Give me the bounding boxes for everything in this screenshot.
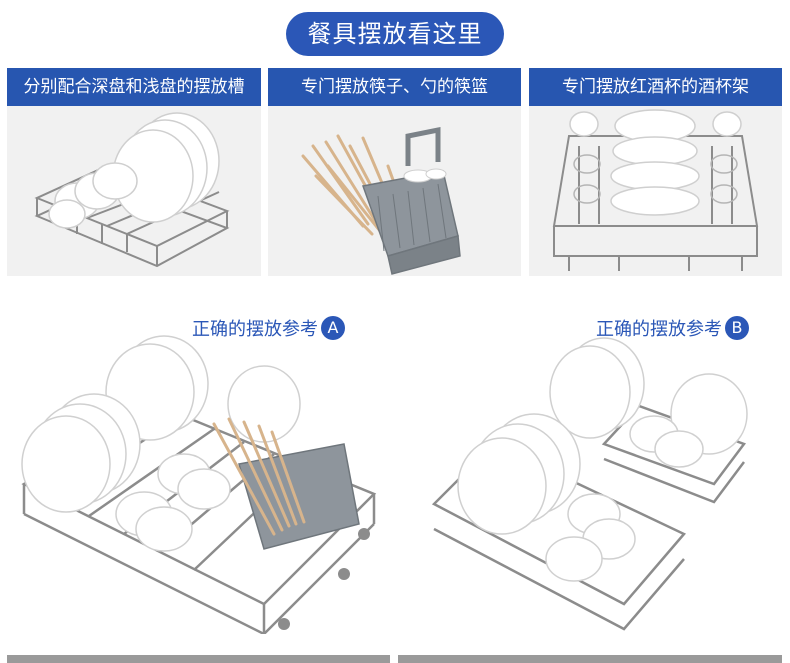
feature-label: 专门摆放红酒杯的酒杯架	[529, 68, 782, 106]
wine-glass-rack-image	[552, 109, 759, 271]
dish-rack-image	[34, 112, 230, 268]
bottom-image-strip-left	[7, 655, 390, 663]
feature-panel-wine-glass-rack: 专门摆放红酒杯的酒杯架	[529, 68, 782, 276]
reference-badge: B	[725, 316, 749, 340]
feature-label: 分别配合深盘和浅盘的摆放槽	[7, 68, 261, 106]
cutlery-basket-image	[301, 126, 461, 275]
feature-panel-dish-slots: 分别配合深盘和浅盘的摆放槽	[7, 68, 261, 276]
reference-image-b	[431, 337, 748, 631]
reference-image-a	[21, 335, 377, 634]
reference-text: 正确的摆放参考	[192, 319, 318, 340]
bottom-image-strip-right	[398, 655, 782, 663]
reference-badge: A	[321, 316, 345, 340]
page-title: 餐具摆放看这里	[286, 12, 504, 56]
feature-label: 专门摆放筷子、勺的筷篮	[268, 68, 521, 106]
feature-panel-cutlery-basket: 专门摆放筷子、勺的筷篮	[268, 68, 521, 276]
reference-text: 正确的摆放参考	[596, 319, 722, 340]
